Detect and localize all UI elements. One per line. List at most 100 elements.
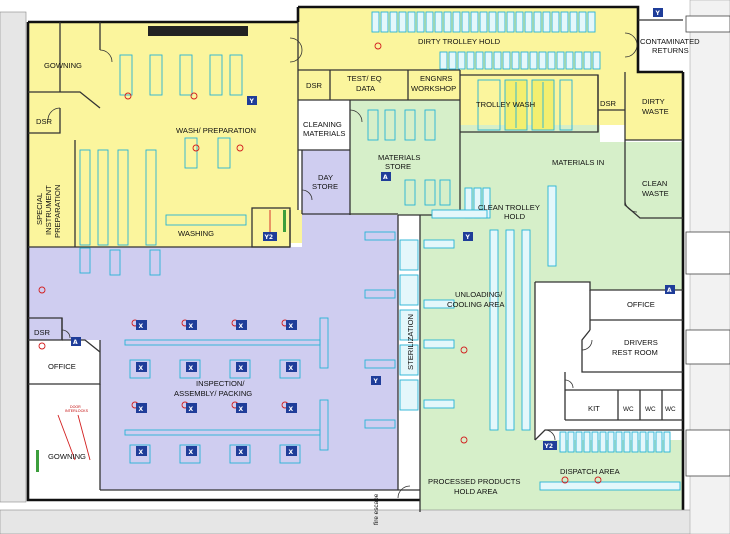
x-marker-icon: X — [286, 362, 297, 372]
green-clean-zone — [350, 100, 683, 512]
x-marker-label: X — [239, 365, 244, 372]
label-dsr-top-mid: DSR — [306, 81, 323, 90]
unloading-racks — [423, 229, 531, 431]
x-marker-label: X — [189, 323, 194, 330]
label-processed-2: HOLD AREA — [454, 487, 498, 496]
trolley-row-mid — [439, 51, 601, 70]
x-marker-label: X — [239, 323, 244, 330]
label-processed-1: PROCESSED PRODUCTS — [428, 477, 520, 486]
a-marker-icon: A — [71, 337, 81, 346]
x-marker-label: X — [139, 406, 144, 413]
x-marker-icon: X — [236, 362, 247, 372]
x-marker-label: X — [239, 449, 244, 456]
materials-store-racks — [367, 109, 451, 206]
x-marker-label: X — [289, 323, 294, 330]
sterilizer-units — [364, 231, 419, 429]
x-marker-label: X — [139, 449, 144, 456]
label-wc-2: WC — [645, 406, 656, 413]
x-marker-icon: X — [136, 362, 147, 372]
x-marker-icon: X — [186, 446, 197, 456]
green-strip-right — [283, 210, 286, 232]
label-fire-escape: fire escape — [373, 493, 380, 525]
y-marker-label: Y — [655, 10, 661, 17]
x-marker-label: X — [289, 406, 294, 413]
x-marker-icon: X — [186, 403, 197, 413]
trolley-wash-machines — [477, 79, 573, 131]
label-special-instrument-3: PREPARATION — [53, 185, 62, 238]
inspection-benches — [124, 317, 329, 464]
a-marker-icon: A — [381, 172, 391, 181]
day-store-zone — [302, 152, 349, 214]
label-unloading-1: UNLOADING/ — [455, 290, 503, 299]
y-marker-icon: Y — [653, 8, 663, 17]
label-dsr-left: DSR — [34, 328, 51, 337]
label-door-interlocks-1: DOOR — [70, 405, 81, 409]
label-special-instrument-2: INSTRUMENT — [44, 185, 53, 235]
label-clean-waste-2: WASTE — [642, 189, 669, 198]
x-marker-icon: X — [186, 320, 197, 330]
label-materials-store-1: MATERIALS — [378, 153, 420, 162]
label-drivers-1: DRIVERS — [624, 338, 658, 347]
a-marker-label: A — [73, 339, 78, 346]
label-materials-in: MATERIALS IN — [552, 158, 604, 167]
y-marker-icon: Y — [371, 376, 381, 385]
wash-prep-benches — [79, 26, 248, 246]
x-marker-icon: X — [136, 403, 147, 413]
label-cleaning-materials-1: CLEANING — [303, 120, 342, 129]
label-cleaning-materials-2: MATERIALS — [303, 129, 345, 138]
equipment — [79, 11, 681, 491]
label-dsr-top-left: DSR — [36, 117, 53, 126]
label-door-interlocks-2: INTERLOCKS — [65, 409, 89, 413]
y-marker-icon: Y — [247, 96, 257, 105]
label-trolley-wash: TROLLEY WASH — [476, 100, 535, 109]
label-inspection-1: INSPECTION/ — [196, 379, 245, 388]
label-dispatch-area: DISPATCH AREA — [560, 467, 621, 476]
label-day-store-1: DAY — [318, 173, 333, 182]
x-marker-icon: X — [136, 320, 147, 330]
y-marker-label: Y — [373, 378, 379, 385]
trolley-row-top — [371, 11, 596, 33]
markers: Y Y Y Y Y2 Y2 A A A X X X X X X X X X X … — [71, 8, 675, 456]
x-marker-icon: X — [286, 320, 297, 330]
y2-marker-icon: Y2 — [263, 232, 277, 241]
y2-marker-label: Y2 — [544, 443, 554, 450]
label-dirty-waste-2: WASTE — [642, 107, 669, 116]
label-unloading-2: COOLING AREA — [447, 300, 505, 309]
label-clean-trolley-hold-1: CLEAN TROLLEY — [478, 203, 540, 212]
a-marker-icon: A — [665, 285, 675, 294]
a-marker-label: A — [667, 287, 672, 294]
label-kit: KIT — [588, 404, 600, 413]
a-marker-label: A — [383, 174, 388, 181]
y2-marker-label: Y2 — [264, 234, 274, 241]
y-marker-label: Y — [249, 98, 255, 105]
label-contaminated-returns-2: RETURNS — [652, 46, 689, 55]
label-inspection-2: ASSEMBLY/ PACKING — [174, 389, 252, 398]
room-labels: DIRTY TROLLEY HOLD CONTAMINATED RETURNS … — [34, 37, 700, 525]
label-wash-preparation: WASH/ PREPARATION — [176, 126, 256, 135]
label-engnrs-1: ENGNRS — [420, 74, 453, 83]
label-office-right: OFFICE — [627, 300, 655, 309]
x-marker-icon: X — [236, 320, 247, 330]
label-drivers-2: REST ROOM — [612, 348, 658, 357]
left-purple-equipment — [79, 247, 161, 276]
label-sterilization: STERILIZATION — [406, 314, 415, 370]
x-marker-icon: X — [136, 446, 147, 456]
label-dirty-trolley-hold: DIRTY TROLLEY HOLD — [418, 37, 501, 46]
x-marker-label: X — [189, 449, 194, 456]
x-marker-label: X — [189, 365, 194, 372]
x-marker-icon: X — [186, 362, 197, 372]
y-marker-label: Y — [465, 234, 471, 241]
x-marker-icon: X — [236, 403, 247, 413]
label-clean-waste-1: CLEAN — [642, 179, 667, 188]
x-marker-icon: X — [286, 446, 297, 456]
x-marker-label: X — [139, 323, 144, 330]
label-contaminated-returns-1: CONTAMINATED — [640, 37, 700, 46]
label-wc-3: WC — [665, 406, 676, 413]
label-gowning-bottom: GOWNING — [48, 452, 86, 461]
label-gowning-top: GOWNING — [44, 61, 82, 70]
x-marker-label: X — [239, 406, 244, 413]
label-day-store-2: STORE — [312, 182, 338, 191]
x-marker-icon: X — [236, 446, 247, 456]
dispatch-trolleys — [539, 431, 681, 491]
